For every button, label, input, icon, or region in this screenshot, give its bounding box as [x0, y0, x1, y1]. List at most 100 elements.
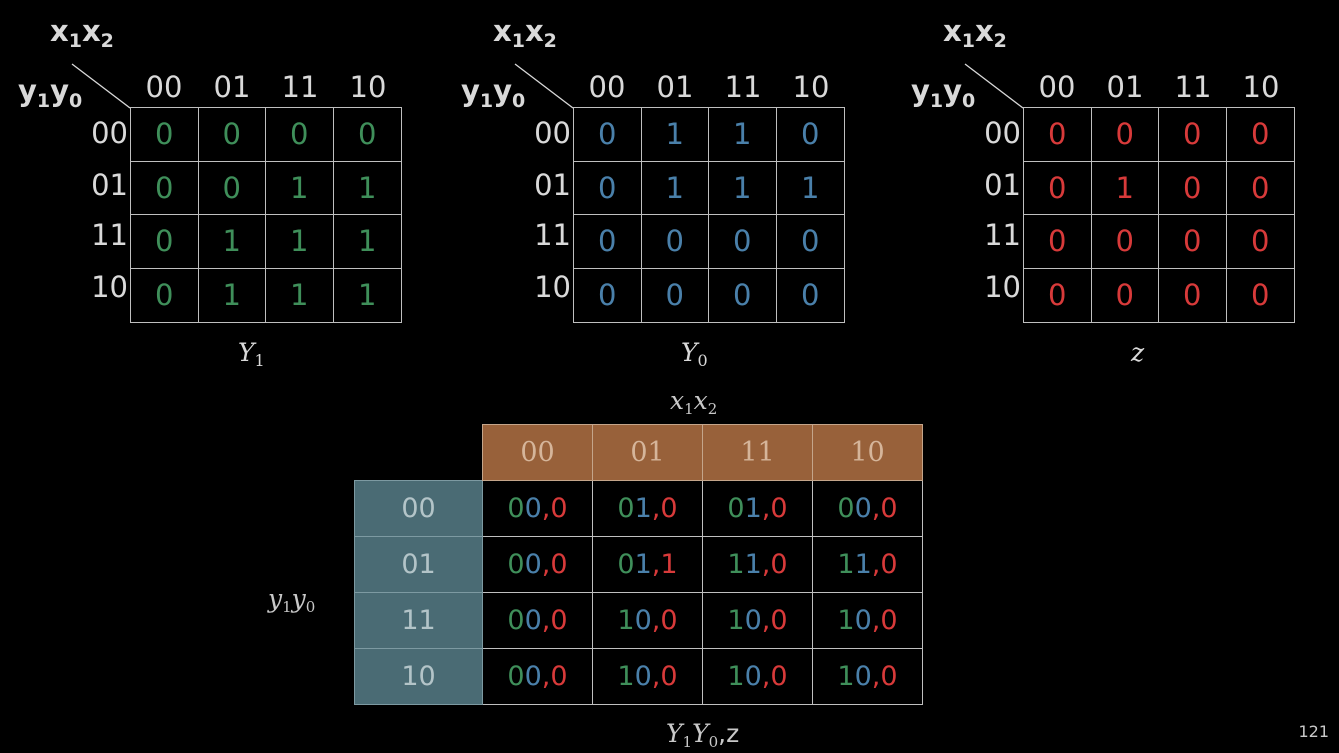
cell-comma: , [541, 661, 551, 692]
kmap-row-variables: y1y0 [461, 74, 526, 112]
cell-comma: , [541, 605, 551, 636]
next-y0: 1 [744, 493, 762, 524]
cell-comma: , [871, 661, 881, 692]
next-y1: 1 [617, 661, 635, 692]
kmap-column-header: 11 [281, 70, 319, 104]
output-z: 0 [880, 493, 898, 524]
kmap-cell: 0 [776, 108, 844, 162]
kmap-row-header: 11 [984, 218, 1021, 252]
kmap-column-header: 11 [1174, 70, 1212, 104]
kmap-cell: 0 [131, 268, 199, 322]
table-row-header: 01 [354, 536, 483, 593]
kmap-row-header: 00 [984, 116, 1021, 150]
table-cell: 00,0 [482, 536, 593, 593]
kmap-column-header: 11 [724, 70, 762, 104]
next-y1: 1 [837, 661, 855, 692]
kmap-cell: 0 [1024, 268, 1092, 322]
output-z: 0 [770, 661, 788, 692]
state-table-row-label: y1y0 [268, 584, 316, 616]
kmap-cell: 0 [1226, 162, 1294, 215]
kmap-cell: 1 [709, 161, 777, 215]
output-z: 0 [770, 605, 788, 636]
kmap-cell: 0 [801, 278, 820, 313]
kmap-row-header: 01 [91, 168, 128, 202]
kmap-column-header: 01 [213, 70, 251, 104]
kmap-cell: 0 [1251, 278, 1270, 313]
kmap-column-header: 01 [1106, 70, 1144, 104]
table-cell: 00,0 [482, 592, 593, 649]
next-y0: 1 [634, 549, 652, 580]
next-y1: 0 [507, 605, 525, 636]
kmap-cell: 0 [333, 108, 401, 162]
kmap-cell: 1 [709, 108, 777, 162]
kmap-cell: 0 [1226, 215, 1294, 269]
table-cell: 10,0 [702, 648, 813, 705]
kmap-cell: 0 [1091, 215, 1159, 269]
next-y1: 1 [727, 549, 745, 580]
next-y0: 0 [854, 661, 872, 692]
kmap-column-header: 00 [1038, 70, 1076, 104]
state-table-caption: Y1Y0,z [666, 719, 740, 751]
next-y0: 0 [524, 493, 542, 524]
kmap-cell: 0 [198, 108, 266, 162]
kmap-row-header: 10 [984, 270, 1021, 304]
output-z: 0 [880, 661, 898, 692]
next-y0: 0 [524, 549, 542, 580]
cell-comma: , [761, 549, 771, 580]
table-cell: 10,0 [592, 592, 703, 649]
kmap-column-header: 10 [1242, 70, 1280, 104]
kmap-cell: 1 [641, 108, 709, 162]
table-cell: 00,0 [482, 648, 593, 705]
kmap-cell: 1 [1091, 161, 1159, 215]
kmap-cell: 1 [198, 215, 266, 269]
next-y1: 1 [837, 605, 855, 636]
kmap-cell: 0 [131, 215, 199, 269]
table-cell: 11,0 [702, 536, 813, 593]
next-y1: 1 [727, 661, 745, 692]
kmap-row-header: 10 [534, 270, 571, 304]
next-y1: 0 [507, 661, 525, 692]
output-z: 0 [880, 549, 898, 580]
next-y1: 0 [507, 493, 525, 524]
table-cell: 01,0 [592, 480, 703, 537]
kmap-cell: 0 [1091, 108, 1159, 162]
corner-diagonal-line [964, 63, 1024, 109]
next-y0: 0 [524, 661, 542, 692]
kmap-cell: 0 [1159, 268, 1227, 322]
kmap-column-header: 00 [588, 70, 626, 104]
table-cell: 10,0 [812, 648, 923, 705]
cell-comma: , [651, 661, 661, 692]
output-z: 1 [660, 549, 678, 580]
next-y0: 0 [854, 493, 872, 524]
kmap-row-header: 11 [534, 218, 571, 252]
kmap-output-name: Y0 [681, 338, 708, 370]
kmap-row-header: 10 [91, 270, 128, 304]
table-row-header: 10 [354, 648, 483, 705]
table-column-header: 01 [592, 424, 703, 481]
table-cell: 00,0 [812, 480, 923, 537]
output-z: 0 [550, 605, 568, 636]
next-y1: 0 [617, 493, 635, 524]
kmap-cell: 1 [333, 215, 401, 269]
table-cell: 10,0 [592, 648, 703, 705]
next-y1: 1 [837, 549, 855, 580]
next-y0: 0 [744, 605, 762, 636]
kmap-cell: 1 [266, 161, 334, 215]
cell-comma: , [541, 549, 551, 580]
kmap-column-header: 01 [656, 70, 694, 104]
cell-comma: , [871, 549, 881, 580]
kmap-cell: 0 [574, 161, 642, 215]
table-cell: 00,0 [482, 480, 593, 537]
kmap-cell: 0 [709, 268, 777, 322]
output-z: 0 [660, 605, 678, 636]
next-y0: 0 [854, 605, 872, 636]
next-y0: 1 [854, 549, 872, 580]
kmap-cell: 1 [358, 278, 377, 313]
kmap-column-header: 10 [792, 70, 830, 104]
cell-comma: , [871, 493, 881, 524]
kmap-output-name: Y1 [238, 338, 265, 370]
next-y0: 0 [524, 605, 542, 636]
table-corner [354, 424, 483, 481]
